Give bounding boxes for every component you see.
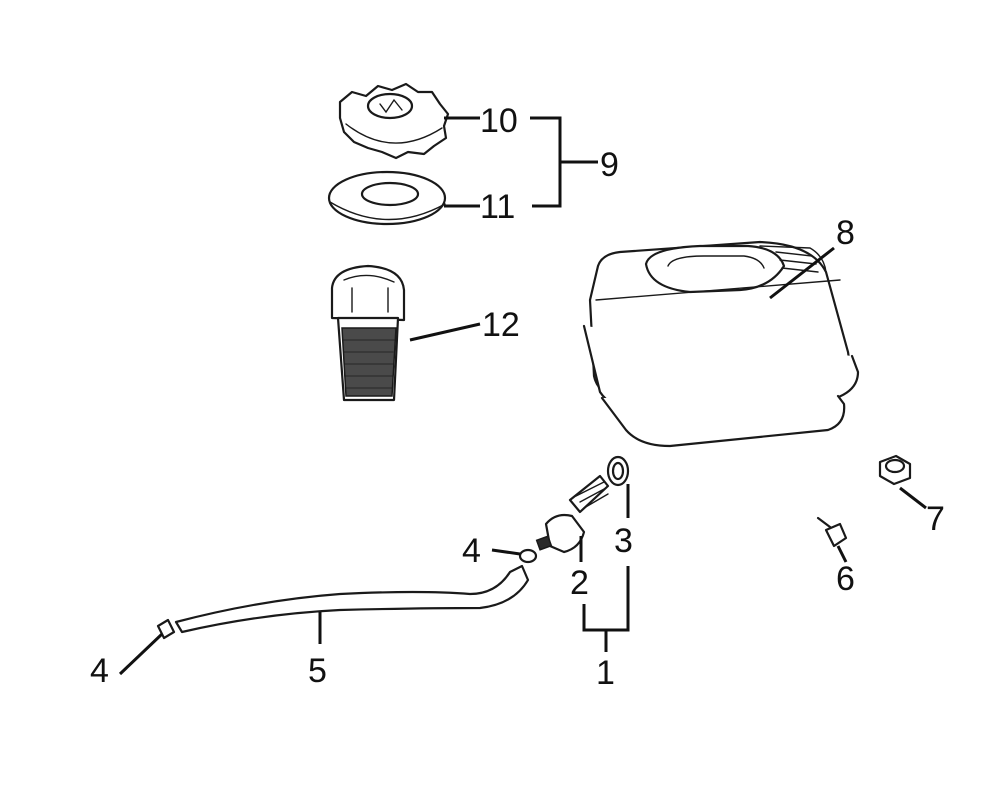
screw-part: [816, 516, 848, 548]
fuel-hose-part: [174, 564, 530, 634]
hose-clamp-part: [518, 548, 538, 564]
callout-7: 7: [926, 500, 945, 538]
callout-12: 12: [482, 306, 520, 344]
nut-part: [878, 454, 912, 486]
leader-8: [769, 246, 835, 300]
leader-9-bracket: [530, 116, 598, 208]
callout-1: 1: [596, 654, 615, 692]
leader-12: [409, 322, 481, 342]
callout-10: 10: [480, 102, 518, 140]
leader-lines: [118, 116, 927, 676]
fuel-strainer-part: [330, 264, 406, 402]
leader-4a: [491, 548, 521, 556]
gasket-part: [327, 170, 447, 226]
leader-7: [899, 486, 927, 510]
fuel-tank-part: [582, 240, 860, 448]
callout-3: 3: [614, 522, 633, 560]
callout-9: 9: [600, 146, 619, 184]
leader-1-bracket: [582, 566, 630, 652]
leader-6: [836, 545, 848, 563]
fuel-cock-part: [535, 455, 630, 554]
callout-4a: 4: [462, 532, 481, 570]
fuel-cap-part: [338, 82, 450, 160]
leader-4b: [118, 632, 164, 676]
callout-4b: 4: [90, 652, 109, 690]
callout-11: 11: [480, 188, 515, 226]
callout-5: 5: [308, 652, 327, 690]
callout-6: 6: [836, 560, 855, 598]
callout-2: 2: [570, 564, 589, 602]
callout-8: 8: [836, 214, 855, 252]
